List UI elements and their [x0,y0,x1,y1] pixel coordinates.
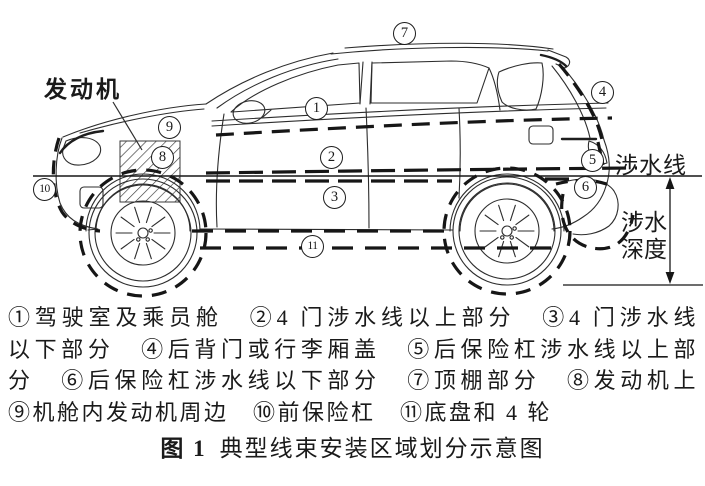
engine-leader-line [112,101,143,151]
legend-line-2: 以下部分 ④后背门或行李厢盖 ⑤后保险杠涉水线以上部 [8,336,698,362]
wading-depth-label: 涉水深度 [621,210,667,262]
callout-4: 4 [591,81,614,104]
wading-depth-arrow [563,177,703,286]
rear-wheel [452,176,562,286]
callout-5: 5 [581,149,604,172]
front-wheel [88,178,198,288]
callout-3: 3 [323,186,346,209]
callout-1: 1 [305,97,328,120]
figure-title: 典型线束安装区域划分示意图 [219,436,545,461]
figure-number: 图 1 [160,436,207,461]
callout-6: 6 [574,176,597,199]
legend-line-1: ①驾驶室及乘员舱 ②4 门涉水线以上部分 ③4 门涉水线 [8,305,698,330]
legend-line-4: ⑨机舱内发动机周边 ⑩前保险杠 ⑪底盘和 4 轮 [8,399,553,425]
callout-11: 11 [301,235,324,258]
legend-line-3: 分 ⑥后保险杠涉水线以下部分 ⑦顶棚部分 ⑧发动机上 [8,368,698,393]
callout-9: 9 [158,116,181,139]
callout-10: 10 [33,178,56,201]
legend: ①驾驶室及乘员舱 ②4 门涉水线以上部分 ③4 门涉水线 以下部分 ④后背门或行… [8,302,698,428]
figure-caption: 图 1 典型线束安装区域划分示意图 [0,429,705,463]
callout-8: 8 [151,146,174,169]
wading-line-label: 涉水线 [615,153,687,178]
callout-7: 7 [393,22,416,45]
car-line-art [33,42,703,298]
callout-2: 2 [320,146,343,169]
engine-label: 发动机 [44,76,122,102]
